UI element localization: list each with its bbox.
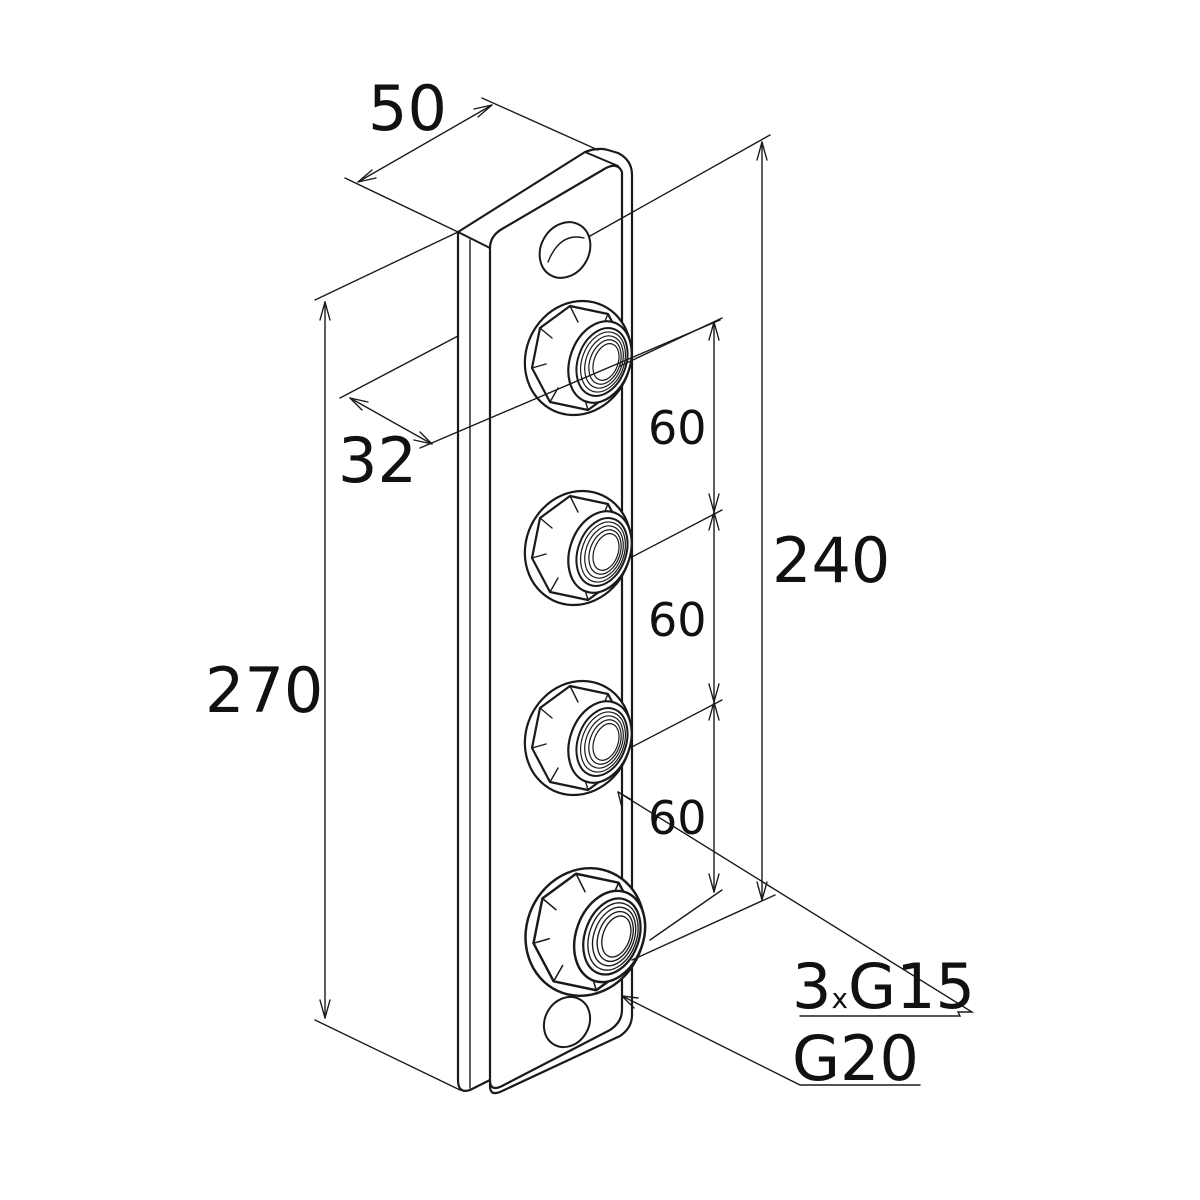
callout-inlet: G20 — [792, 1022, 919, 1095]
dim-270-ext-bottom — [314, 1019, 461, 1091]
dim-270-arrow-t — [319, 301, 331, 321]
dim-60-arrows — [708, 321, 720, 893]
dim-50-ext-left — [344, 177, 459, 233]
dim-50-line — [357, 104, 493, 183]
dim-label-60-c: 60 — [648, 791, 707, 845]
dim-60-ext-4 — [649, 889, 723, 941]
dimension-labels: 50 270 32 240 60 60 60 — [205, 72, 890, 845]
dim-label-60-b: 60 — [648, 593, 707, 647]
dim-60-ext-2 — [629, 509, 723, 559]
thread-callouts: 3xG15 G20 — [792, 950, 975, 1095]
dim-label-50: 50 — [368, 72, 447, 145]
callout-outlets-thread: G15 — [848, 950, 975, 1023]
callout-outlets: 3xG15 — [792, 950, 975, 1023]
dim-label-60-a: 60 — [648, 401, 707, 455]
dim-60-ext-3 — [629, 699, 723, 749]
dim-label-270: 270 — [205, 654, 323, 727]
dim-60-ext-1 — [619, 317, 723, 367]
dim-32-ext-a — [339, 335, 459, 399]
plate-top-back-edge — [584, 151, 619, 167]
bottom-mounting-hole — [542, 995, 592, 1049]
dim-240-arrow-t — [756, 141, 768, 161]
top-hole-inner-edge — [547, 236, 585, 263]
dim-240-arrow-b — [756, 881, 768, 901]
leader-g15-arrow — [617, 791, 633, 809]
dim-label-32: 32 — [338, 424, 417, 497]
dim-32-line — [349, 397, 433, 445]
dimension-lines — [314, 97, 975, 1091]
mounting-holes — [538, 221, 592, 1049]
dim-50-arrow-l — [357, 169, 377, 183]
dim-50-ext-right — [481, 97, 599, 151]
leader-g20-arrow — [621, 995, 639, 1009]
dim-32-ext-b — [419, 319, 721, 449]
leader-g15 — [617, 791, 975, 1017]
dim-270-ext-top — [314, 231, 459, 301]
dim-240-ext-top — [589, 134, 771, 237]
dim-label-240: 240 — [772, 524, 890, 597]
top-mounting-hole — [538, 221, 592, 279]
callout-outlets-count: 3 — [792, 950, 831, 1023]
callout-outlets-x: x — [831, 982, 848, 1015]
dim-240-ext-bottom — [631, 894, 776, 961]
dim-32-arrow-a — [349, 397, 369, 411]
plate-top-edge — [457, 231, 491, 249]
dim-32-arrow-b — [413, 431, 433, 445]
dim-50-arrow-r — [473, 104, 493, 118]
leader-g20 — [621, 995, 921, 1086]
dim-270-arrow-b — [319, 999, 331, 1019]
